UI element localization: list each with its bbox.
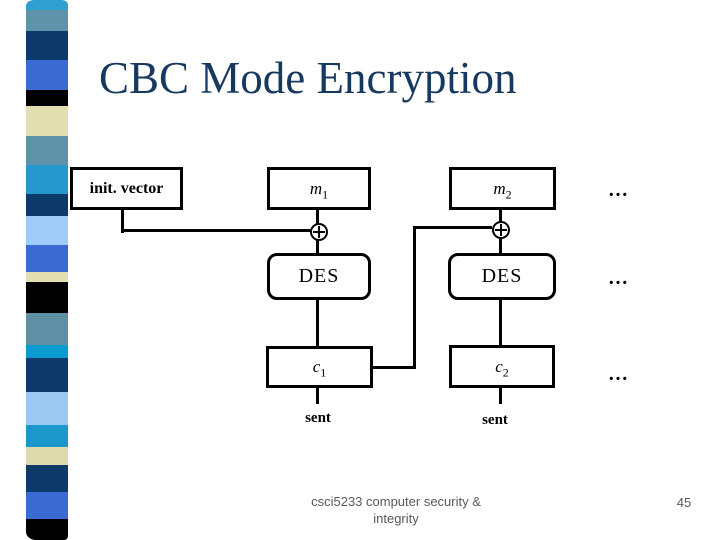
xor1-to-des1-line	[316, 240, 319, 254]
c2-output-line	[499, 387, 502, 404]
ribbon-segment	[26, 282, 68, 313]
ribbon-segment	[26, 492, 68, 519]
des2-to-c2-line	[499, 299, 502, 346]
message-box-m2: m2	[449, 167, 556, 210]
ellipsis-row-des: …	[608, 267, 630, 289]
ribbon-segment	[26, 313, 68, 345]
ribbon-segment	[26, 60, 68, 90]
ellipsis-row-messages: …	[608, 179, 630, 201]
iv-drop-line	[121, 209, 124, 233]
init-vector-box: init. vector	[70, 167, 183, 210]
ribbon-segment	[26, 392, 68, 425]
decorative-ribbon	[26, 0, 68, 540]
ribbon-segment	[26, 519, 68, 540]
ciphertext-box-c1: c1	[266, 346, 373, 388]
ribbon-segment	[26, 216, 68, 245]
sent-label-1: sent	[305, 410, 331, 426]
ribbon-segment	[26, 194, 68, 216]
des-box-1: DES	[267, 253, 371, 300]
des2-label: DES	[481, 265, 523, 287]
ribbon-segment	[26, 425, 68, 447]
footer-text: csci5233 computer security & integrity	[276, 493, 516, 527]
ribbon-segment	[26, 31, 68, 60]
c1-label: c1	[312, 357, 327, 380]
message-box-m1: m1	[267, 167, 371, 210]
feedback-vertical-line	[413, 226, 416, 369]
init-vector-label: init. vector	[89, 179, 164, 197]
iv-horizontal-line	[121, 229, 312, 232]
xor-icon-2	[492, 221, 510, 239]
m2-label: m2	[493, 178, 512, 201]
ribbon-segment	[26, 0, 68, 10]
xor-icon-1	[310, 223, 328, 241]
des1-label: DES	[298, 265, 340, 287]
ribbon-segment	[26, 136, 68, 165]
sent-label-2: sent	[482, 412, 508, 428]
page-number: 45	[676, 495, 692, 510]
xor2-to-des2-line	[499, 238, 502, 254]
des-box-2: DES	[448, 253, 556, 300]
ribbon-segment	[26, 465, 68, 492]
c1-output-line	[316, 387, 319, 404]
footer-line1: csci5233 computer security &	[311, 494, 481, 509]
ribbon-segment	[26, 447, 68, 465]
m1-to-xor1-line	[316, 208, 319, 224]
ciphertext-box-c2: c2	[449, 345, 555, 388]
ribbon-segment	[26, 245, 68, 272]
ribbon-segment	[26, 165, 68, 194]
feedback-stub-line	[372, 366, 416, 369]
ribbon-segment	[26, 106, 68, 136]
des1-to-c1-line	[316, 299, 319, 347]
ribbon-segment	[26, 10, 68, 31]
ellipsis-row-ciphertext: …	[608, 363, 630, 385]
footer-line2: integrity	[373, 511, 419, 526]
slide-title: CBC Mode Encryption	[99, 53, 517, 103]
ribbon-segment	[26, 358, 68, 392]
ribbon-segment	[26, 90, 68, 106]
feedback-top-line	[413, 226, 492, 229]
m2-to-xor2-line	[499, 208, 502, 222]
ribbon-segment	[26, 345, 68, 358]
c2-label: c2	[495, 356, 509, 379]
ribbon-segment	[26, 272, 68, 282]
m1-label: m1	[309, 178, 329, 201]
